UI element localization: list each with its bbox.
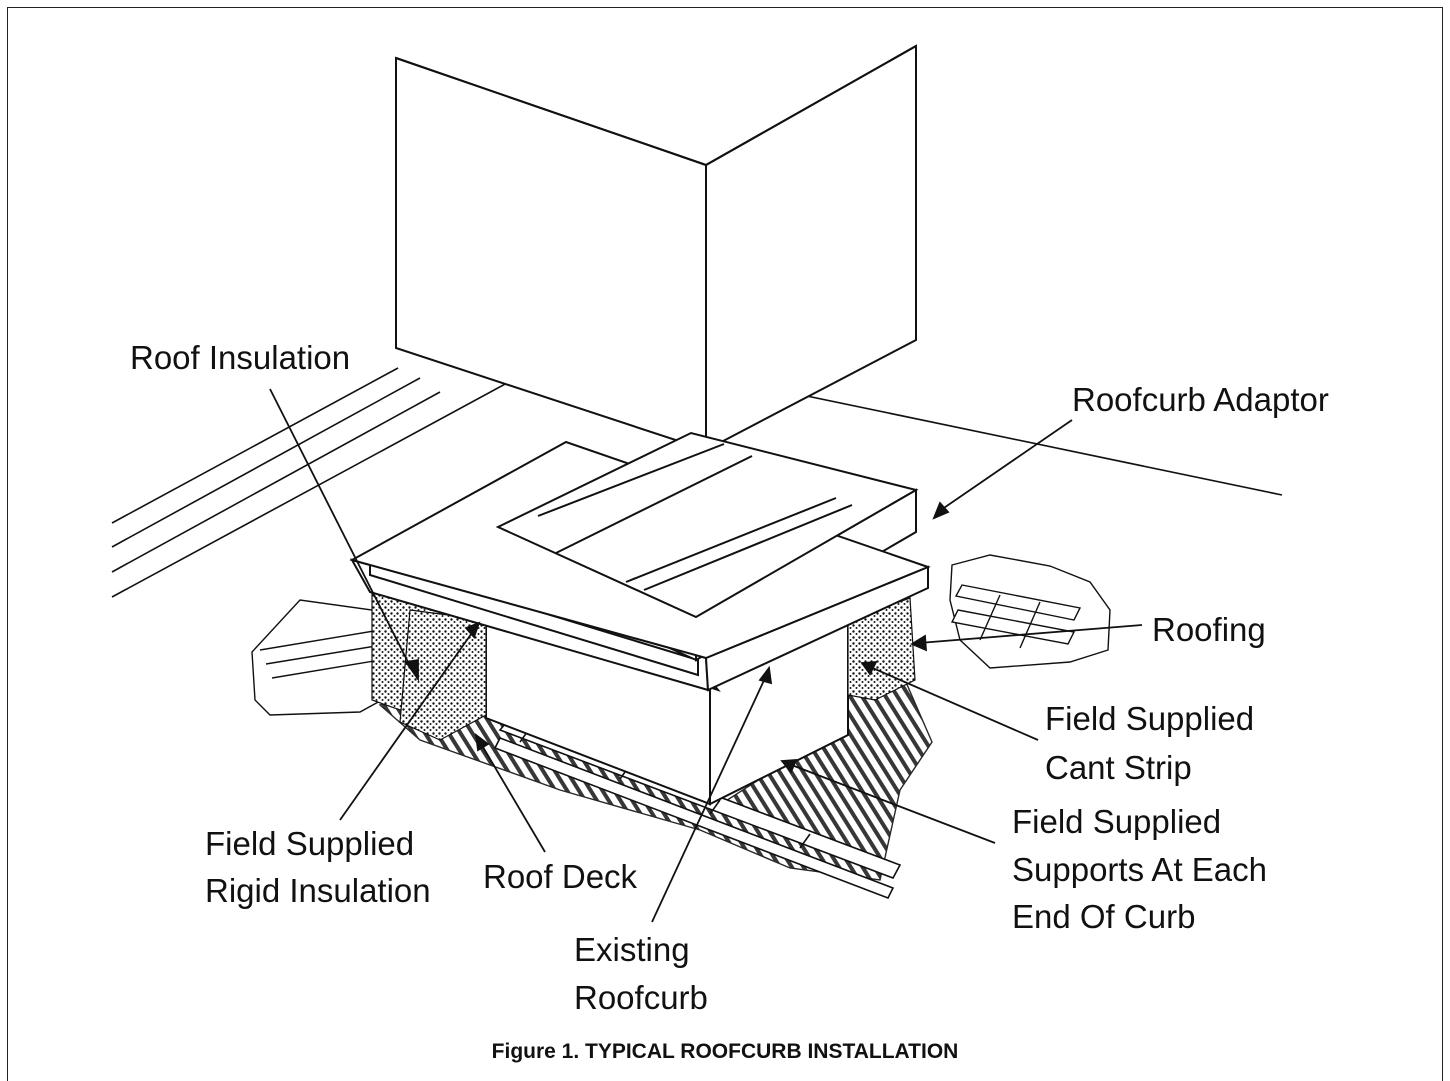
label-existing-roofcurb-line2: Roofcurb bbox=[574, 979, 708, 1016]
leader-lines bbox=[269, 388, 1143, 923]
label-rigid-insulation-line2: Rigid Insulation bbox=[205, 872, 431, 909]
figure-frame bbox=[7, 7, 1443, 1081]
label-cant-strip-line1: Field Supplied bbox=[1045, 700, 1255, 737]
label-roofing: Roofing bbox=[1152, 611, 1266, 648]
label-rigid-insulation-line1: Field Supplied bbox=[205, 825, 415, 862]
label-existing-roofcurb-line1: Existing bbox=[574, 931, 690, 968]
label-roof-deck: Roof Deck bbox=[483, 858, 638, 895]
figure-caption: Figure 1. TYPICAL ROOFCURB INSTALLATION bbox=[491, 1040, 959, 1063]
label-roofcurb-adaptor: Roofcurb Adaptor bbox=[1072, 381, 1329, 418]
label-roof-insulation: Roof Insulation bbox=[130, 339, 351, 376]
roof-deck-right bbox=[949, 554, 1111, 669]
label-supports-line1: Field Supplied bbox=[1012, 803, 1222, 840]
label-cant-strip-line2: Cant Strip bbox=[1045, 749, 1192, 786]
adaptor-top bbox=[349, 431, 931, 660]
roof-deck-left bbox=[251, 599, 401, 716]
label-supports-line2: Supports At Each bbox=[1012, 851, 1267, 888]
rooftop-unit bbox=[395, 44, 917, 458]
label-supports-line3: End Of Curb bbox=[1012, 898, 1196, 935]
